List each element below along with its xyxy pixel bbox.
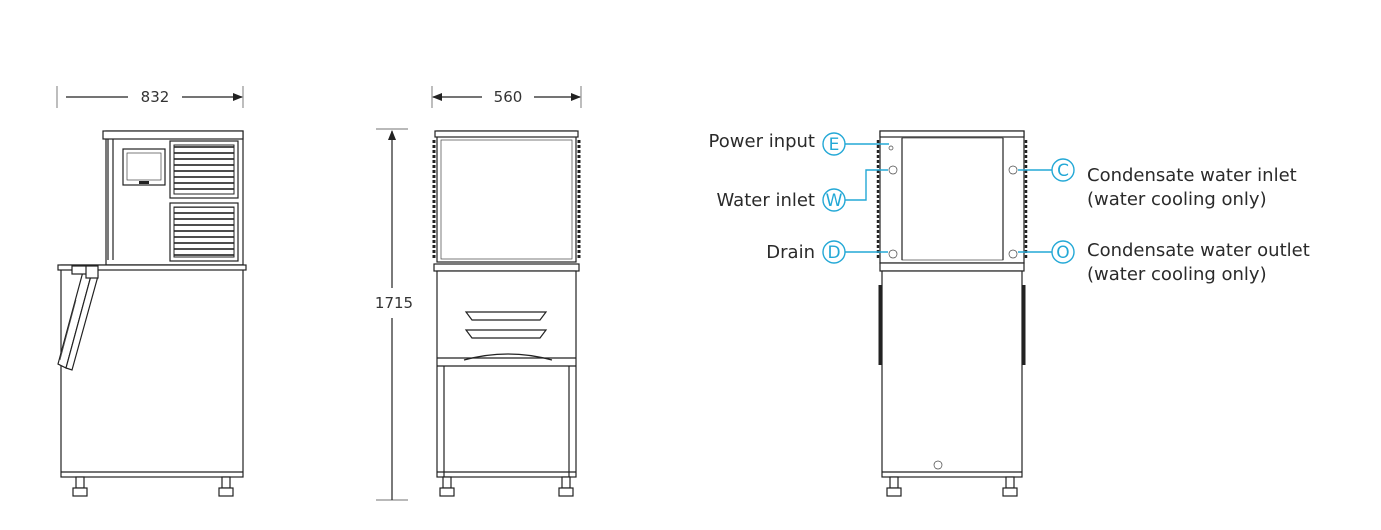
rear-view <box>876 130 1028 497</box>
callout-drain: Drain D <box>766 240 888 264</box>
callout-condensate-inlet: C Condensate water inlet (water cooling … <box>1018 158 1297 210</box>
control-panel <box>122 148 166 186</box>
front-width-dimension: 560 <box>431 86 582 108</box>
side-width-dimension: 832 <box>56 86 244 108</box>
drain-badge: D <box>827 243 840 263</box>
front-view: 560 <box>431 86 582 497</box>
callout-power: Power input E <box>709 131 889 156</box>
side-width-label: 832 <box>141 88 170 106</box>
cond-in-badge: C <box>1057 161 1069 181</box>
power-input-label: Power input <box>709 131 815 152</box>
water-badge: W <box>826 191 843 211</box>
callout-water-inlet: Water inlet W <box>717 169 888 212</box>
drain-label: Drain <box>766 242 815 263</box>
water-inlet-label: Water inlet <box>717 190 815 211</box>
power-badge: E <box>829 135 840 155</box>
cond-in-note: (water cooling only) <box>1087 189 1267 210</box>
cond-out-badge: O <box>1056 243 1069 263</box>
height-label: 1715 <box>375 294 413 312</box>
height-dimension: 1715 <box>375 128 413 501</box>
side-view: 832 <box>56 86 247 497</box>
front-width-label: 560 <box>494 88 523 106</box>
cond-in-label: Condensate water inlet <box>1087 165 1297 186</box>
cond-out-label: Condensate water outlet <box>1087 240 1310 261</box>
cond-out-note: (water cooling only) <box>1087 264 1267 285</box>
callout-condensate-outlet: O Condensate water outlet (water cooling… <box>1018 240 1310 285</box>
